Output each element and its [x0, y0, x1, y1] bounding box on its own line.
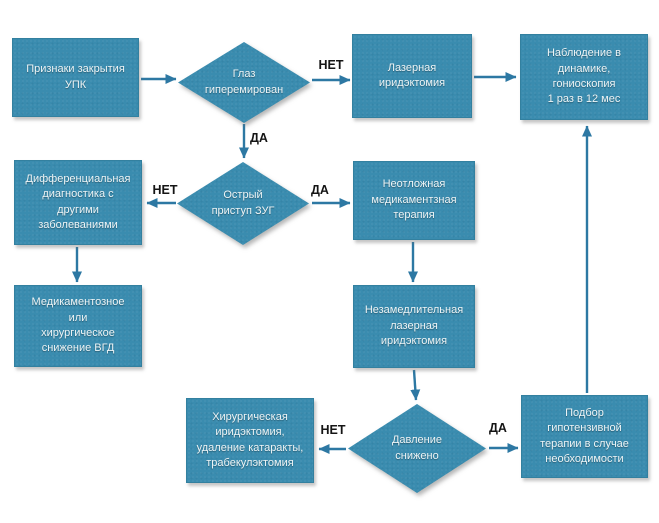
node-label: Незамедлительная лазерная иридэктомия [364, 304, 464, 348]
node-pressure-reduced: Давление снижено [348, 404, 486, 493]
diamond-shape: Давление снижено [348, 404, 486, 493]
node-laser-iridectomy: Лазерная иридэктомия [352, 34, 472, 118]
node-label: Признаки закрытия УПК [26, 63, 125, 91]
node-label: Острый приступ ЗУГ [211, 189, 275, 217]
node-label: Дифференциальная диагностика с другими з… [25, 172, 131, 231]
node-urgent-therapy: Неотложная медикаментзная терапия [353, 161, 475, 240]
node-label: Лазерная иридэктомия [378, 61, 446, 89]
diamond-shape: Глаз гиперемирован [178, 42, 310, 123]
node-observation: Наблюдение в динамике, гониоскопия 1 раз… [520, 34, 648, 120]
node-med-surgical-iop: Медикаментозное или хирургическое снижен… [14, 285, 142, 367]
node-hypotensive-therapy: Подбор гипотензивной терапии в случае не… [521, 395, 648, 478]
edge-label-yes-pressure-reduced: ДА [489, 421, 507, 435]
node-eye-hyperemic: Глаз гиперемирован [178, 42, 310, 123]
node-signs: Признаки закрытия УПК [12, 38, 139, 117]
node-surgical-iridectomy: Хирургическая иридэктомия, удаление ката… [186, 398, 314, 483]
node-acute-attack: Острый приступ ЗУГ [177, 162, 309, 245]
edge-label-no-pressure-reduced: НЕТ [320, 423, 346, 437]
node-label: Подбор гипотензивной терапии в случае не… [540, 406, 629, 465]
node-label: Хирургическая иридэктомия, удаление ката… [196, 410, 304, 469]
edge-label-yes-eye-hyperemic: ДА [250, 131, 268, 145]
node-label: Глаз гиперемирован [204, 68, 284, 96]
node-label: Медикаментозное или хирургическое снижен… [31, 296, 125, 355]
edge-label-no-acute-attack: НЕТ [152, 183, 178, 197]
node-diff-diagnostics: Дифференциальная диагностика с другими з… [14, 160, 142, 245]
node-label: Наблюдение в динамике, гониоскопия 1 раз… [546, 47, 622, 106]
node-immediate-laser: Незамедлительная лазерная иридэктомия [353, 285, 475, 368]
diamond-shape: Острый приступ ЗУГ [177, 162, 309, 245]
edge-label-yes-acute-attack: ДА [311, 183, 329, 197]
edge-immediate-laser-to-pressure-reduced [410, 369, 421, 401]
node-label: Неотложная медикаментзная терапия [371, 178, 457, 222]
node-label: Давление снижено [391, 434, 443, 462]
edge-label-no-eye-hyperemic: НЕТ [318, 58, 344, 72]
